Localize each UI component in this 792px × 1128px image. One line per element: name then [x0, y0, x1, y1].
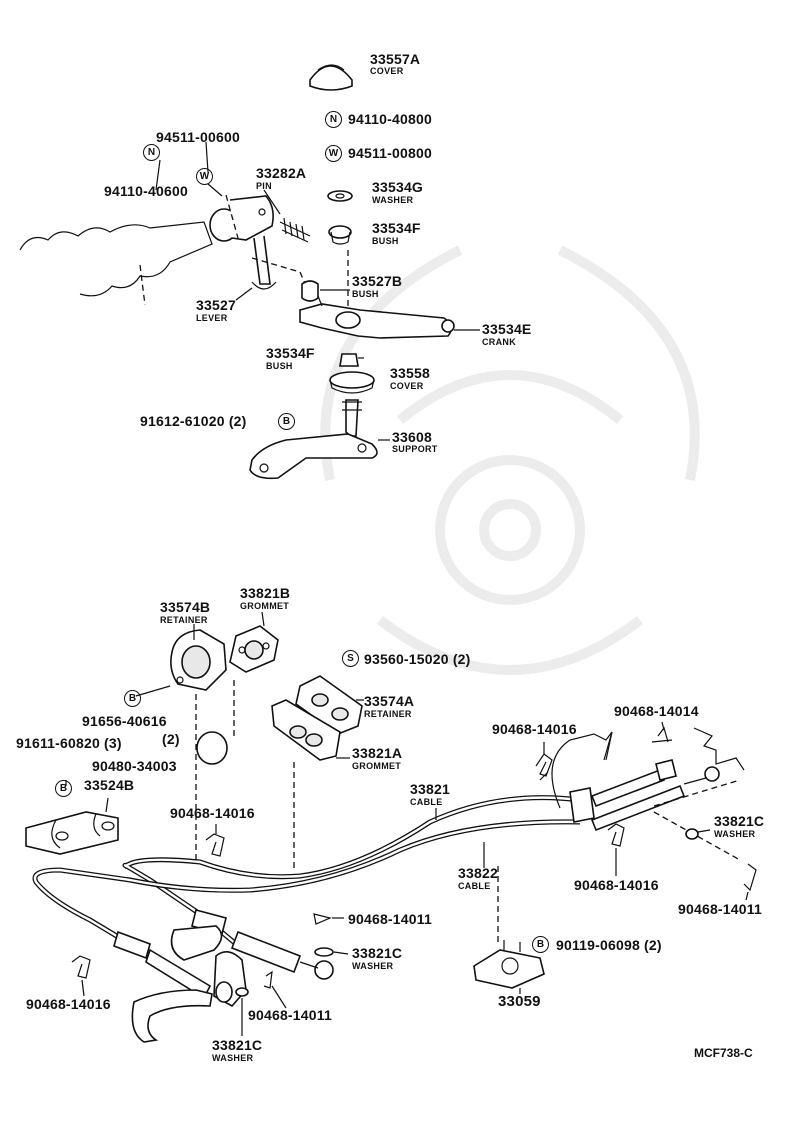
- plug-90480-34003-drawing: [196, 731, 228, 765]
- cable-33821-drawing: [122, 795, 581, 946]
- part-33059-number: 33059: [498, 993, 541, 1010]
- bush-33527b-drawing: [301, 280, 319, 302]
- pin-33282a-drawing: [279, 217, 311, 243]
- grommet-33821b-drawing: [229, 625, 279, 673]
- part-90480-34003-number: 90480-34003: [92, 758, 177, 774]
- part-33527-name: LEVER: [196, 313, 228, 323]
- part-33608-name: SUPPORT: [392, 444, 438, 454]
- part-33534e-name: CRANK: [482, 337, 516, 347]
- washer-symbol: W: [325, 145, 342, 162]
- part-33822-name: CABLE: [458, 881, 491, 891]
- lever-pin-guide: [251, 257, 307, 287]
- part-33534f-bottom-number: 33534F: [266, 345, 315, 361]
- leader-lines: [65, 141, 749, 1036]
- part-93560-15020-number: 93560-15020 (2): [364, 651, 471, 667]
- part-90119-06098-number: 90119-06098 (2): [556, 937, 662, 953]
- part-33534f-bottom-name: BUSH: [266, 361, 293, 371]
- part-94511-00800-number: 94511-00800: [348, 145, 432, 161]
- grommet-33821a-drawing: [271, 699, 341, 761]
- cover-33558-drawing: [329, 371, 375, 394]
- part-91656-40616-qty: (2): [162, 731, 180, 747]
- part-33527-number: 33527: [196, 297, 236, 313]
- part-90468-14014-number: 90468-14014: [614, 703, 699, 719]
- part-33574b-name: RETAINER: [160, 615, 208, 625]
- part-33821c-mid-number: 33821C: [352, 945, 403, 961]
- part-33821b-number: 33821B: [240, 585, 291, 601]
- part-33821-number: 33821: [410, 781, 450, 797]
- crank-33534e-drawing: [299, 295, 455, 339]
- part-33821c-low-name: WASHER: [212, 1053, 254, 1063]
- part-33557a-name: COVER: [370, 66, 404, 76]
- part-33822-number: 33822: [458, 865, 498, 881]
- washer-symbol-left: W: [196, 168, 213, 185]
- part-94511-00600-number: 94511-00600: [156, 129, 240, 145]
- cover-33557a-drawing: [309, 64, 353, 91]
- part-33534f-top-number: 33534F: [372, 220, 421, 236]
- part-33821c-right-name: WASHER: [714, 829, 756, 839]
- bush-33534f-bottom-drawing: [339, 353, 359, 367]
- bolt-symbol: B: [278, 413, 295, 430]
- part-33821c-low-number: 33821C: [212, 1037, 263, 1053]
- bolt-symbol-retainer: B: [124, 690, 141, 707]
- part-90468-14011-mid-number: 90468-14011: [348, 911, 432, 927]
- watermark-emblem: [320, 245, 700, 675]
- part-33574b-number: 33574B: [160, 599, 211, 615]
- part-33282a-name: PIN: [256, 181, 272, 191]
- washer-drawings: [235, 828, 699, 997]
- part-90468-14016-left-number: 90468-14016: [26, 996, 111, 1012]
- support-33608-drawing: [249, 399, 378, 480]
- nut-symbol-left: N: [143, 144, 160, 161]
- bolt-symbol-bracket: B: [55, 780, 72, 797]
- bracket-33524b-drawing: [25, 811, 119, 855]
- plate-33059-drawing: [473, 940, 545, 989]
- part-94110-40800-number: 94110-40800: [348, 111, 432, 127]
- lever-33527-drawing: [209, 194, 277, 290]
- part-90468-14016-mid-number: 90468-14016: [170, 805, 255, 821]
- nut-symbol: N: [325, 111, 342, 128]
- part-94110-40600-number: 94110-40600: [104, 183, 188, 199]
- retainer-33574a-drawing: [295, 675, 363, 735]
- part-90468-14011-right-number: 90468-14011: [678, 901, 762, 917]
- part-33527b-name: BUSH: [352, 289, 379, 299]
- part-90468-14011-low-number: 90468-14011: [248, 1007, 332, 1023]
- part-33821-name: CABLE: [410, 797, 443, 807]
- part-33527b-number: 33527B: [352, 273, 403, 289]
- part-33574a-number: 33574A: [364, 693, 415, 709]
- part-33821a-number: 33821A: [352, 745, 403, 761]
- part-33821c-mid-name: WASHER: [352, 961, 394, 971]
- washer-33534g-drawing: [327, 190, 353, 202]
- transmission-shaft-drawing: [19, 221, 213, 306]
- bush-33534f-top-drawing: [328, 225, 352, 245]
- part-90468-14016-rlow-number: 90468-14016: [574, 877, 659, 893]
- screw-symbol: S: [342, 650, 359, 667]
- part-33821c-right-number: 33821C: [714, 813, 765, 829]
- part-33524b-number: 33524B: [84, 777, 135, 793]
- part-33608-number: 33608: [392, 429, 432, 445]
- part-33821a-name: GROMMET: [352, 761, 402, 771]
- part-91612-61020-number: 91612-61020 (2): [140, 413, 247, 429]
- cable-ends-right-drawing: [551, 727, 745, 861]
- diagram-code: MCF738-C: [694, 1046, 753, 1060]
- part-91656-40616-number: 91656-40616: [82, 713, 167, 729]
- bolt-symbol-plate: B: [532, 936, 549, 953]
- part-33534g-name: WASHER: [372, 195, 414, 205]
- retainer-33574b-drawing: [170, 629, 227, 691]
- part-33534g-number: 33534G: [372, 179, 424, 195]
- part-33558-number: 33558: [390, 365, 430, 381]
- part-33534f-top-name: BUSH: [372, 236, 399, 246]
- cable-33822-drawing: [32, 819, 581, 947]
- part-90468-14016-right-number: 90468-14016: [492, 721, 577, 737]
- clip-drawings: [71, 726, 757, 989]
- part-33534e-number: 33534E: [482, 321, 532, 337]
- part-91611-60820-number: 91611-60820 (3): [16, 735, 122, 751]
- cable-ends-left-drawing: [113, 909, 334, 1043]
- part-33821b-name: GROMMET: [240, 601, 290, 611]
- part-33557a-number: 33557A: [370, 51, 421, 67]
- part-33574a-name: RETAINER: [364, 709, 412, 719]
- part-33558-name: COVER: [390, 381, 424, 391]
- part-33282a-number: 33282A: [256, 165, 307, 181]
